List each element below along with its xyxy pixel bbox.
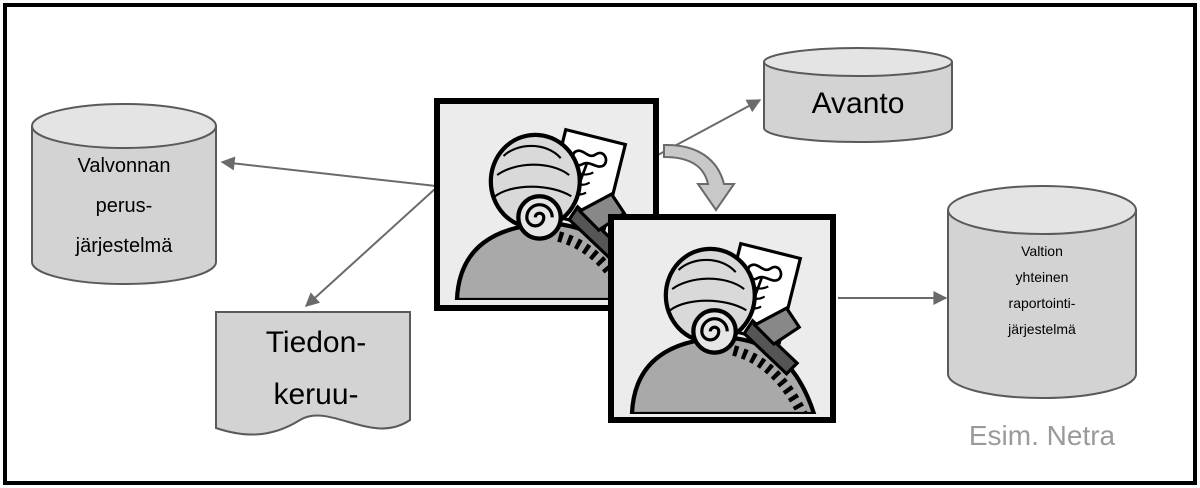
database-valtion: Valtion yhteinen raportointi- järjestelm… [947,185,1137,399]
database-avanto: Avanto [763,47,953,143]
valvonnan-label-1: Valvonnan [77,155,170,177]
valvonnan-label-2: perus- [96,195,153,217]
database-valvonnan: Valvonnan perus- järjestelmä [31,103,217,285]
valtion-label-3: raportointi- [1009,295,1076,311]
curved-block-arrow [663,143,736,212]
valtion-label-1: Valtion [1021,243,1063,259]
valvonnan-label-3: järjestelmä [75,235,174,257]
valtion-label-4: järjestelmä [1007,321,1076,337]
tiedonkeruu-label-1: Tiedon- [266,326,367,359]
arrow-to-tiedonkeruu [304,187,437,307]
document-tiedonkeruu: Tiedon- keruu- [215,311,411,436]
tiedonkeruu-label-2: keruu- [273,378,358,411]
caption-esim-netra: Esim. Netra [969,420,1116,451]
person-with-document-clipart-2 [608,214,836,423]
avanto-label: Avanto [812,87,905,120]
arrow-to-valvonnan [220,156,437,187]
valtion-label-2: yhteinen [1016,269,1069,285]
